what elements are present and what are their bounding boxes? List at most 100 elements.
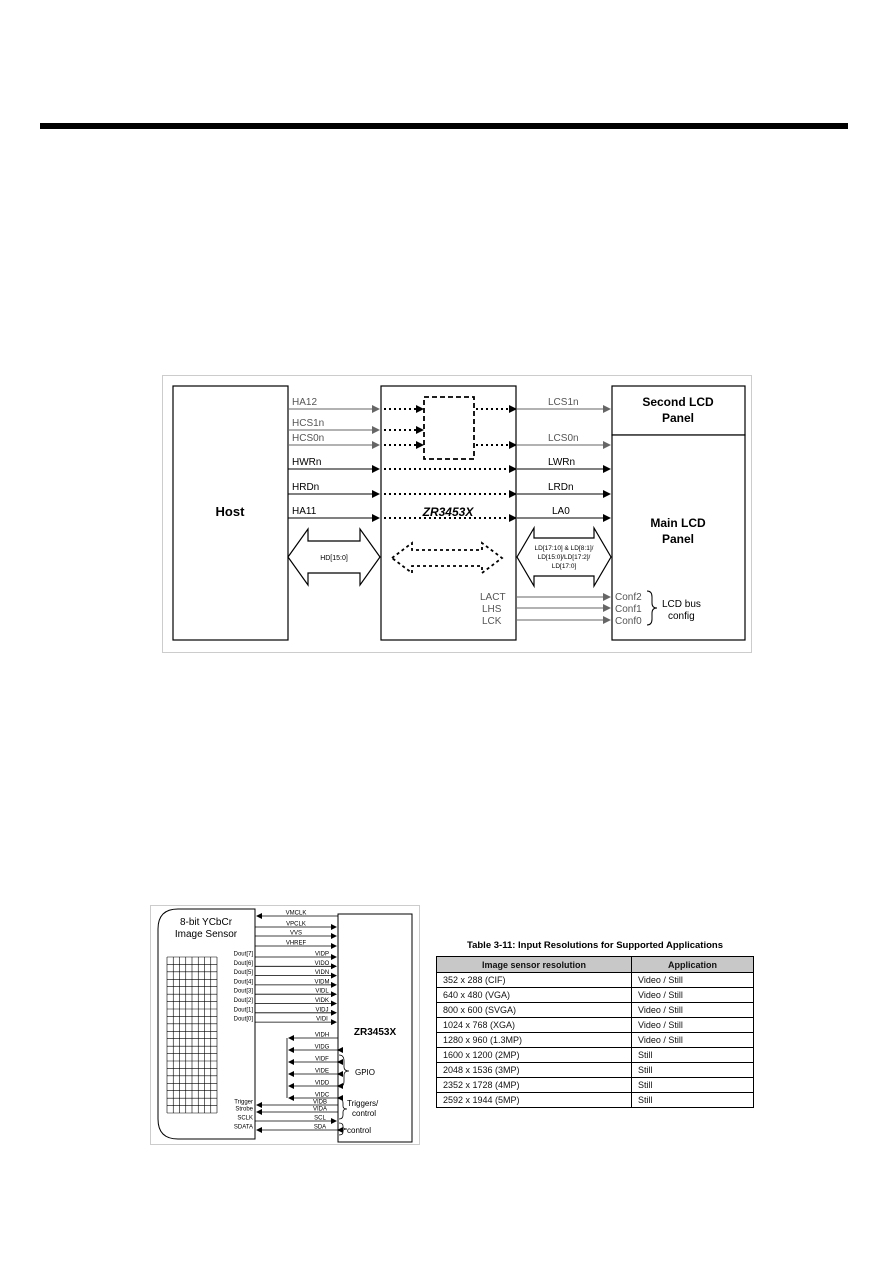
ctrl-left-label: SCLK: [237, 1116, 253, 1122]
gpio-vid-label: VIDD: [315, 1081, 330, 1087]
vid-label: VIDP: [315, 952, 329, 958]
cell-resolution: 1024 x 768 (XGA): [436, 1017, 632, 1033]
resolution-table: Image sensor resolution Application 352 …: [436, 956, 754, 1108]
lcd-signal-lwrn: LWRn: [548, 457, 575, 468]
lcd-signal-lcs0n: LCS0n: [548, 433, 579, 444]
chip-label: ZR3453X: [422, 505, 475, 519]
lcd-signal-lcs1n: LCS1n: [548, 397, 579, 408]
sensor-chip-block: [337, 913, 413, 1143]
table-row: 1280 x 960 (1.3MP)Video / Still: [436, 1032, 754, 1048]
vid-label: VIDO: [315, 961, 330, 967]
table-row: 1024 x 768 (XGA)Video / Still: [436, 1017, 754, 1033]
gpio-vid-label: VIDH: [315, 1033, 329, 1039]
gpio-vid-label: VIDG: [315, 1045, 330, 1051]
triggers-brace: [338, 1097, 348, 1120]
host-signal-ha12: HA12: [292, 397, 317, 408]
table-title: Table 3-11: Input Resolutions for Suppor…: [467, 940, 723, 951]
host-label: Host: [216, 504, 246, 519]
cell-application: Still: [631, 1077, 754, 1093]
dout-label: Dout[5]: [234, 970, 254, 976]
main-panel-line2: Panel: [662, 532, 694, 546]
vid-label: VIDN: [315, 970, 329, 976]
dout-label: Dout[3]: [234, 989, 254, 995]
dout-label: Dout[6]: [234, 961, 254, 967]
lcd-bus-line1: LD[17:10] & LD[8:1]/: [535, 545, 594, 552]
cell-application: Still: [631, 1062, 754, 1078]
conf-signal-1: Conf1: [615, 604, 642, 615]
lcd-bus-line2: LD[15:0]/LD[17:2]/: [538, 554, 591, 561]
dout-label: Dout[4]: [234, 979, 254, 985]
main-panel-line1: Main LCD: [650, 516, 706, 530]
lcd-signal-lrdn: LRDn: [548, 482, 574, 493]
ctrl-vid-label: SCL: [314, 1116, 326, 1122]
conf-signal-0: Conf0: [615, 616, 642, 627]
table-row: 640 x 480 (VGA)Video / Still: [436, 987, 754, 1003]
signal-vmclk: VMCLK: [286, 911, 307, 917]
ctrl-signal-lck: LCK: [482, 616, 502, 627]
triggers-line2: control: [352, 1109, 376, 1118]
host-signal-hcs1n: HCS1n: [292, 418, 324, 429]
cell-application: Video / Still: [631, 1017, 754, 1033]
signal-vhref: VHREF: [286, 941, 307, 947]
gpio-vid-label: VIDC: [315, 1093, 330, 1099]
gpio-vid-label: VIDF: [315, 1057, 329, 1063]
conf-brace: [646, 590, 658, 626]
second-panel-line2: Panel: [662, 411, 694, 425]
table-row: 2592 x 1944 (5MP)Still: [436, 1092, 754, 1108]
table-header-row: Image sensor resolution Application: [436, 956, 754, 973]
cell-resolution: 2592 x 1944 (5MP): [436, 1092, 632, 1108]
internal-bus-arrow: [390, 541, 504, 575]
gpio-label: GPIO: [355, 1068, 375, 1077]
ctrl-signal-lact: LACT: [480, 592, 506, 603]
table-row: 352 x 288 (CIF)Video / Still: [436, 972, 754, 988]
dout-label: Dout[7]: [234, 952, 254, 958]
chip-block: [380, 385, 517, 641]
cell-resolution: 1280 x 960 (1.3MP): [436, 1032, 632, 1048]
dout-label: Dout[2]: [234, 998, 254, 1004]
cell-application: Video / Still: [631, 1002, 754, 1018]
host-bus-arrow: [287, 527, 381, 587]
control-brace: [338, 1122, 348, 1136]
vid-label: VIDJ: [315, 1007, 328, 1013]
vid-label: VIDI: [316, 1017, 328, 1023]
host-signal-hwrn: HWRn: [292, 457, 321, 468]
vid-label: VIDK: [315, 998, 329, 1004]
ctrl-left-label: Strobe: [235, 1107, 253, 1113]
host-block: [172, 385, 289, 641]
second-panel-line1: Second LCD: [642, 395, 714, 409]
lcd-bus-config-line1: LCD bus: [662, 599, 701, 610]
sensor-chip-label: ZR3453X: [354, 1027, 397, 1038]
header-resolution: Image sensor resolution: [436, 956, 632, 973]
dout-label: Dout[0]: [234, 1017, 254, 1023]
lcd-bus-arrow: [516, 525, 612, 589]
cell-application: Still: [631, 1092, 754, 1108]
lcd-interface-diagram: Host ZR3453X Second LCD Panel Main LCD P…: [162, 375, 752, 653]
table-row: 800 x 600 (SVGA)Video / Still: [436, 1002, 754, 1018]
header-rule: [40, 123, 848, 129]
ctrl-vid-label: SDA: [314, 1125, 326, 1131]
cell-application: Video / Still: [631, 972, 754, 988]
table-row: 1600 x 1200 (2MP)Still: [436, 1047, 754, 1063]
table-row: 2048 x 1536 (3MP)Still: [436, 1062, 754, 1078]
cell-resolution: 2352 x 1728 (4MP): [436, 1077, 632, 1093]
ctrl-signal-lhs: LHS: [482, 604, 502, 615]
ctrl-left-label: Trigger: [234, 1100, 253, 1106]
lcd-bus-config-line2: config: [668, 611, 695, 622]
host-signal-ha11: HA11: [292, 506, 317, 517]
cell-application: Still: [631, 1047, 754, 1063]
gpio-brace: [338, 1054, 350, 1088]
sensor-label-line2: Image Sensor: [175, 929, 238, 940]
cell-resolution: 640 x 480 (VGA): [436, 987, 632, 1003]
vid-label: VIDM: [315, 979, 330, 985]
control-label: control: [347, 1126, 371, 1135]
ctrl-vid-label: VIDA: [313, 1107, 327, 1113]
cell-application: Video / Still: [631, 1032, 754, 1048]
resolution-table-section: Table 3-11: Input Resolutions for Suppor…: [436, 940, 754, 1108]
vid-label: VIDL: [315, 989, 329, 995]
sensor-label-line1: 8-bit YCbCr: [180, 917, 233, 928]
dout-label: Dout[1]: [234, 1007, 254, 1013]
signal-vvs: VVS: [290, 931, 302, 937]
cell-resolution: 1600 x 1200 (2MP): [436, 1047, 632, 1063]
main-lcd-panel: [611, 434, 746, 641]
cell-resolution: 352 x 288 (CIF): [436, 972, 632, 988]
